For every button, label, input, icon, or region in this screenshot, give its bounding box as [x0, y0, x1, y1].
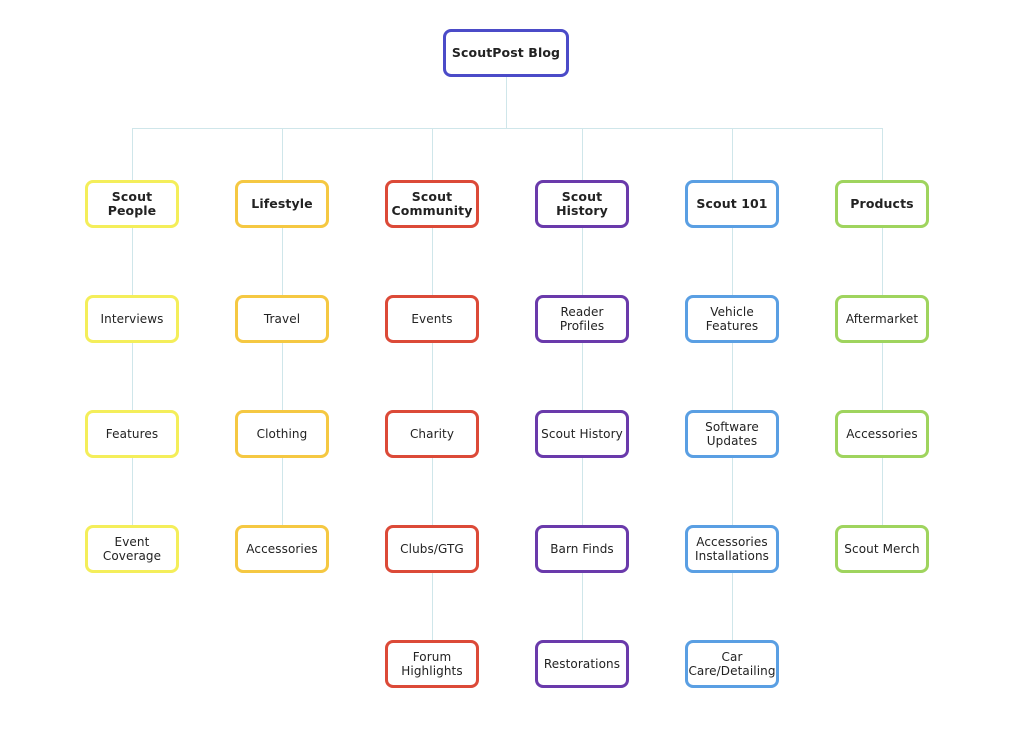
- subcategory-node-label: Barn Finds: [550, 542, 614, 556]
- subcategory-node-label: Event Coverage: [102, 535, 162, 563]
- category-node-label: Lifestyle: [251, 196, 313, 211]
- category-node[interactable]: Scout Community: [385, 180, 479, 228]
- subcategory-node[interactable]: Vehicle Features: [685, 295, 779, 343]
- subcategory-node-label: Restorations: [543, 657, 621, 671]
- category-node-label: Scout 101: [696, 196, 768, 211]
- subcategory-node-label: Scout History: [541, 427, 623, 441]
- subcategory-node[interactable]: Barn Finds: [535, 525, 629, 573]
- subcategory-node-label: Software Updates: [705, 420, 759, 448]
- subcategory-node-label: Aftermarket: [845, 312, 919, 326]
- subcategory-node-label: Interviews: [100, 312, 164, 326]
- subcategory-node[interactable]: Features: [85, 410, 179, 458]
- subcategory-node[interactable]: Event Coverage: [85, 525, 179, 573]
- subcategory-node-label: Events: [411, 312, 453, 326]
- subcategory-node-label: Accessories: [846, 427, 918, 441]
- connector-line: [732, 128, 733, 640]
- root-node-label: ScoutPost Blog: [451, 45, 561, 60]
- root-node[interactable]: ScoutPost Blog: [443, 29, 569, 77]
- subcategory-node-label: Accessories: [246, 542, 318, 556]
- category-node[interactable]: Scout History: [535, 180, 629, 228]
- subcategory-node[interactable]: Aftermarket: [835, 295, 929, 343]
- subcategory-node[interactable]: Travel: [235, 295, 329, 343]
- subcategory-node-label: Charity: [409, 427, 455, 441]
- connector-line: [432, 128, 433, 640]
- category-node[interactable]: Scout 101: [685, 180, 779, 228]
- subcategory-node[interactable]: Accessories Installations: [685, 525, 779, 573]
- subcategory-node[interactable]: Restorations: [535, 640, 629, 688]
- subcategory-node-label: Reader Profiles: [559, 305, 605, 333]
- subcategory-node[interactable]: Events: [385, 295, 479, 343]
- subcategory-node[interactable]: Interviews: [85, 295, 179, 343]
- category-node-label: Products: [850, 196, 914, 211]
- category-node[interactable]: Scout People: [85, 180, 179, 228]
- subcategory-node-label: Features: [105, 427, 159, 441]
- subcategory-node[interactable]: Car Care/Detailing: [685, 640, 779, 688]
- subcategory-node-label: Car Care/Detailing: [688, 650, 776, 678]
- subcategory-node-label: Scout Merch: [844, 542, 920, 556]
- subcategory-node[interactable]: Clubs/GTG: [385, 525, 479, 573]
- category-node-label: Scout Community: [391, 189, 473, 218]
- connector-line: [582, 128, 583, 640]
- subcategory-node[interactable]: Reader Profiles: [535, 295, 629, 343]
- subcategory-node-label: Forum Highlights: [401, 650, 463, 678]
- category-node[interactable]: Lifestyle: [235, 180, 329, 228]
- subcategory-node-label: Accessories Installations: [694, 535, 769, 563]
- subcategory-node-label: Clubs/GTG: [400, 542, 464, 556]
- subcategory-node[interactable]: Accessories: [835, 410, 929, 458]
- subcategory-node[interactable]: Accessories: [235, 525, 329, 573]
- subcategory-node-label: Clothing: [256, 427, 308, 441]
- subcategory-node[interactable]: Charity: [385, 410, 479, 458]
- connector-line: [506, 77, 507, 128]
- category-node[interactable]: Products: [835, 180, 929, 228]
- subcategory-node[interactable]: Clothing: [235, 410, 329, 458]
- subcategory-node[interactable]: Scout History: [535, 410, 629, 458]
- subcategory-node-label: Vehicle Features: [705, 305, 759, 333]
- category-node-label: Scout History: [556, 189, 608, 218]
- subcategory-node[interactable]: Forum Highlights: [385, 640, 479, 688]
- subcategory-node[interactable]: Software Updates: [685, 410, 779, 458]
- subcategory-node[interactable]: Scout Merch: [835, 525, 929, 573]
- category-node-label: Scout People: [107, 189, 157, 218]
- subcategory-node-label: Travel: [263, 312, 301, 326]
- connector-line: [132, 128, 883, 129]
